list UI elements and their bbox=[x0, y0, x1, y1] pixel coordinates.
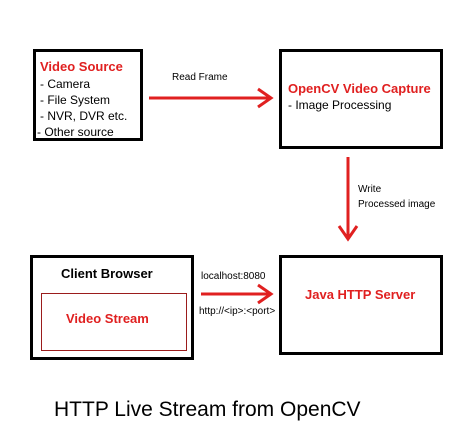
client-browser-box: Client Browser Video Stream bbox=[30, 255, 194, 360]
opencv-capture-box: OpenCV Video Capture - Image Processing bbox=[279, 49, 443, 149]
arrow-stream bbox=[201, 283, 274, 305]
video-stream-box: Video Stream bbox=[41, 293, 187, 351]
http-server-title: Java HTTP Server bbox=[305, 287, 416, 302]
opencv-capture-item-image-processing: - Image Processing bbox=[288, 98, 392, 112]
diagram-caption: HTTP Live Stream from OpenCV bbox=[54, 398, 361, 421]
read-frame-label: Read Frame bbox=[172, 72, 228, 83]
video-source-box: Video Source - Camera - File System - NV… bbox=[33, 49, 143, 141]
http-server-box: Java HTTP Server bbox=[279, 255, 443, 355]
client-browser-title: Client Browser bbox=[61, 266, 153, 281]
video-source-item-file-system: - File System bbox=[40, 93, 111, 107]
write-label-line1: Write bbox=[358, 184, 382, 195]
arrow-write-processed bbox=[337, 157, 359, 242]
video-source-item-nvr-dvr: - NVR, DVR etc. bbox=[40, 109, 128, 123]
http-url-label: http://<ip>:<port> bbox=[199, 306, 276, 317]
video-source-item-other: - Other source bbox=[37, 125, 114, 139]
write-label-line2: Processed image bbox=[358, 199, 436, 210]
video-source-title: Video Source bbox=[40, 59, 123, 74]
video-stream-label: Video Stream bbox=[66, 311, 149, 326]
opencv-capture-title: OpenCV Video Capture bbox=[288, 81, 431, 96]
localhost-label: localhost:8080 bbox=[201, 271, 266, 282]
video-source-item-camera: - Camera bbox=[40, 77, 91, 91]
arrow-read-frame bbox=[149, 87, 274, 109]
